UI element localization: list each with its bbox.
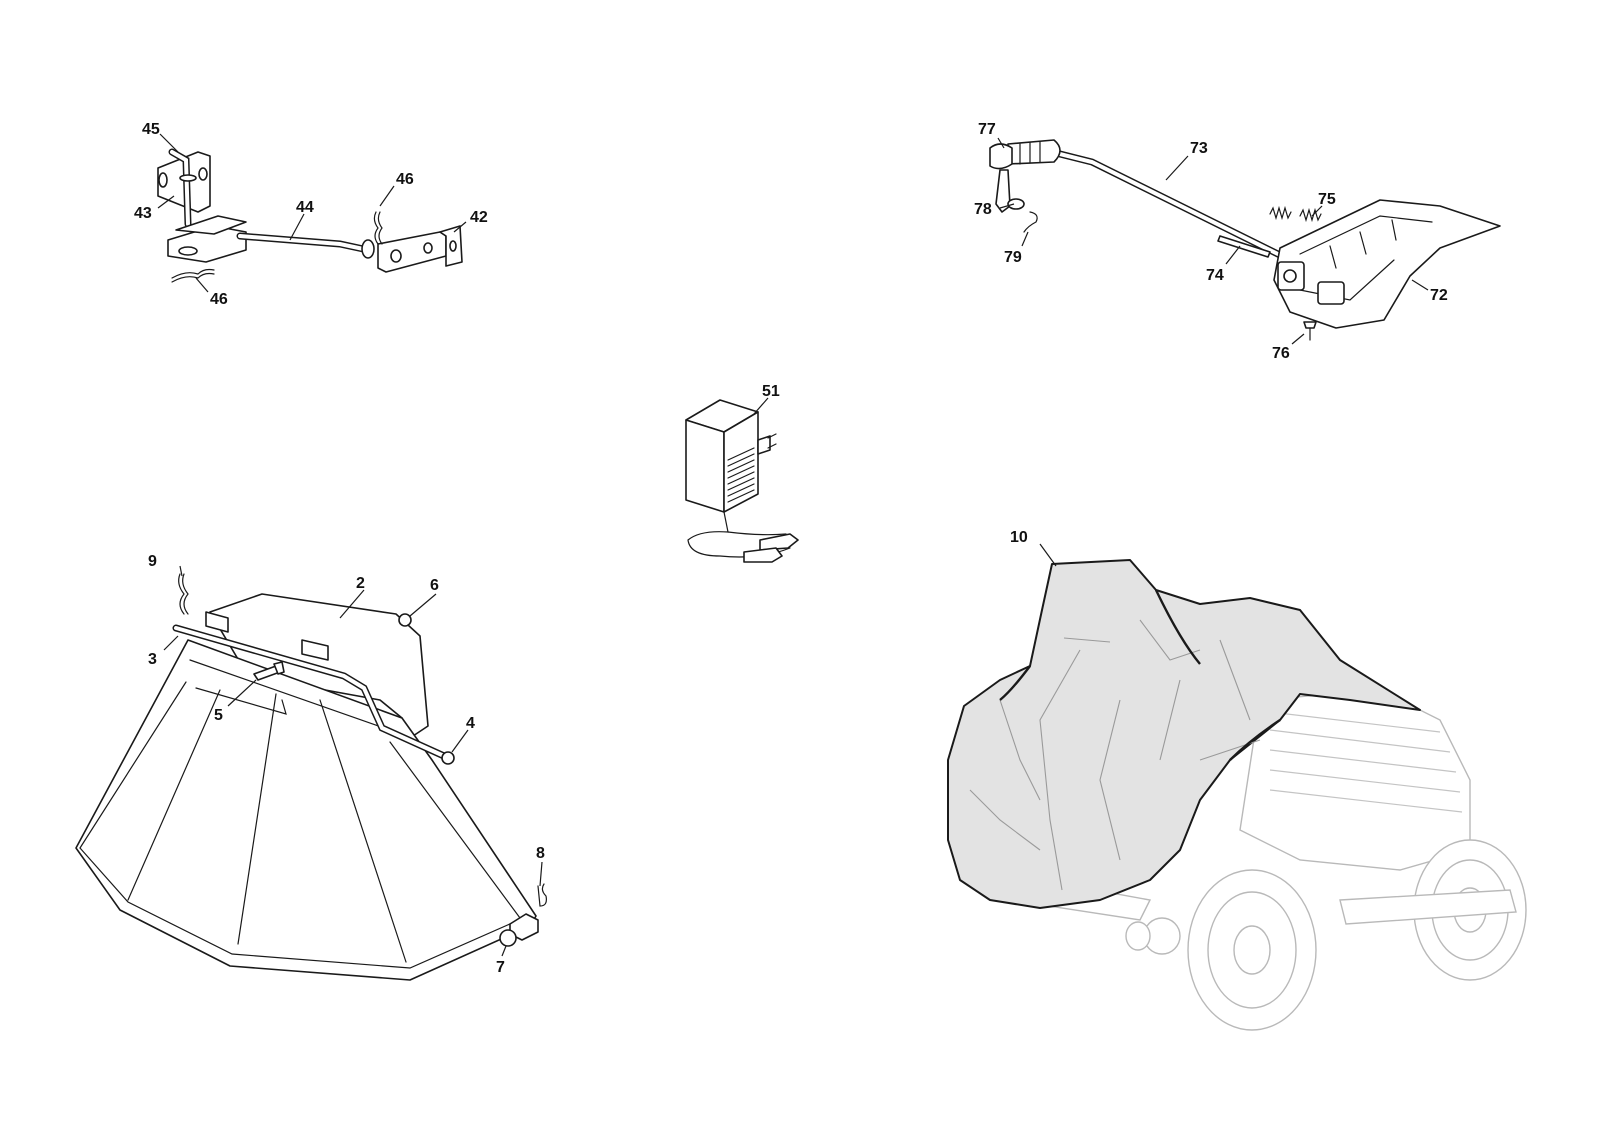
- callout-78: 78: [974, 201, 992, 218]
- callout-77: 77: [978, 121, 996, 138]
- callouts-lever: 77 73 78 75 79 74 72 76: [974, 121, 1448, 362]
- callout-9: 9: [148, 553, 157, 570]
- callout-76: 76: [1272, 345, 1290, 362]
- callout-79: 79: [1004, 249, 1022, 266]
- callout-5: 5: [214, 707, 223, 724]
- tractor-cover-assembly: [947, 559, 1527, 1031]
- tow-hitch-assembly: [157, 148, 463, 283]
- callout-8: 8: [536, 845, 545, 862]
- callouts-tow-hitch: 45 43 44 46 42 46: [134, 121, 488, 308]
- callout-7: 7: [496, 959, 505, 976]
- callout-10: 10: [1010, 529, 1028, 546]
- lever-assembly: [989, 139, 1501, 341]
- callout-46-bottom: 46: [210, 291, 228, 308]
- callout-3: 3: [148, 651, 157, 668]
- callout-72: 72: [1430, 287, 1448, 304]
- callout-45: 45: [142, 121, 160, 138]
- callout-6: 6: [430, 577, 439, 594]
- battery-charger: [685, 399, 799, 563]
- callout-46-top: 46: [396, 171, 414, 188]
- callout-74: 74: [1206, 267, 1224, 284]
- callouts-cover: 10: [1010, 529, 1057, 567]
- callouts-charger: 51: [753, 383, 780, 415]
- callout-51: 51: [762, 383, 780, 400]
- callout-2: 2: [356, 575, 365, 592]
- callout-75: 75: [1318, 191, 1336, 208]
- callout-43: 43: [134, 205, 152, 222]
- callout-42: 42: [470, 209, 488, 226]
- callout-73: 73: [1190, 140, 1208, 157]
- callout-4: 4: [466, 715, 475, 732]
- callout-44: 44: [296, 199, 314, 216]
- grass-catcher-assembly: [75, 573, 547, 981]
- callouts-catcher: 9 2 6 3 5 4 8 7: [148, 553, 545, 976]
